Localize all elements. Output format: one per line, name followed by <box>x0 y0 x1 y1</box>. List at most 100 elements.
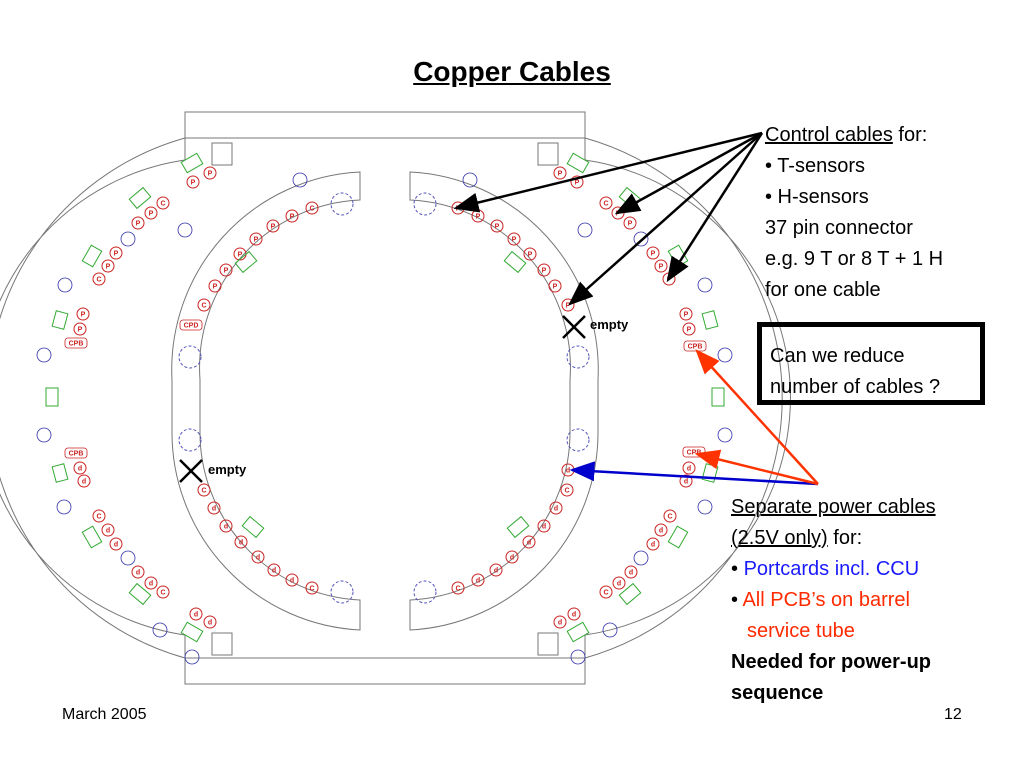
control-cables-heading-suffix: for: <box>892 124 928 146</box>
connector-cpb-box-0 <box>64 337 88 349</box>
connector-p-19 <box>507 232 521 246</box>
mounting-hole-18 <box>292 172 308 188</box>
connector-label-9: d <box>212 506 216 513</box>
connector-p-6 <box>208 279 222 293</box>
connector-label-5: P <box>224 268 229 275</box>
footer-date: March 2005 <box>62 706 147 723</box>
empty-marker-right <box>562 315 586 339</box>
connector-label-3: P <box>254 237 259 244</box>
connector-label-58: P <box>651 251 656 258</box>
empty-label-left: empty <box>208 462 247 477</box>
pcb-power-arrows <box>694 349 819 486</box>
mounting-hole-5 <box>120 550 136 566</box>
connector-label-46: d <box>106 528 110 535</box>
mounting-hole-19 <box>462 172 478 188</box>
control-cable-arrows <box>453 131 764 306</box>
connector-label-27: d <box>542 524 546 531</box>
component-box-3 <box>51 310 69 330</box>
mounting-hole-0 <box>120 231 136 247</box>
connector-label-26: d <box>554 506 558 513</box>
connector-label-40: C <box>96 277 101 284</box>
connector-label-11: d <box>239 540 243 547</box>
control-item-t-sensors: • T-sensors <box>765 155 865 177</box>
connector-label-66: d <box>659 528 663 535</box>
connector-c-70 <box>599 585 613 599</box>
connector-label-8: C <box>201 488 206 495</box>
connector-label-34: P <box>191 180 196 187</box>
connector-cpb-label-2: CPB <box>688 344 703 351</box>
connector-p-38 <box>109 246 123 260</box>
component-box-10 <box>241 515 265 539</box>
connector-cpd-label-4: CPD <box>184 323 199 330</box>
connector-label-57: P <box>628 221 633 228</box>
connector-p-3 <box>249 232 263 246</box>
connector-p-37 <box>131 216 145 230</box>
connector-label-22: P <box>553 284 558 291</box>
connector-label-24: d <box>566 468 570 475</box>
connector-label-37: P <box>136 221 141 228</box>
connector-c-8 <box>197 483 211 497</box>
connector-c-25 <box>560 483 574 497</box>
connector-label-61: P <box>684 312 689 319</box>
connector-label-32: C <box>455 586 460 593</box>
connector-d-14 <box>285 573 299 587</box>
connector-label-50: C <box>160 590 165 597</box>
component-box-21 <box>506 515 530 539</box>
connector-d-13 <box>267 563 281 577</box>
connector-d-67 <box>646 537 660 551</box>
connector-label-25: C <box>564 488 569 495</box>
connector-label-28: d <box>527 540 531 547</box>
mounting-hole-4 <box>56 499 72 515</box>
connector-label-20: P <box>528 252 533 259</box>
connector-label-43: d <box>78 466 82 473</box>
connector-d-26 <box>549 501 563 515</box>
connector-d-71 <box>567 607 581 621</box>
inner-ring-left <box>171 171 361 631</box>
connector-c-32 <box>451 581 465 595</box>
mounting-hole-12 <box>697 499 713 515</box>
connector-label-54: P <box>575 180 580 187</box>
connector-p-42 <box>73 322 87 336</box>
power-item-pcbs: All PCB’s on barrel <box>742 589 910 611</box>
connector-label-44: d <box>82 479 86 486</box>
connector-label-2: P <box>271 224 276 231</box>
inner-ring-right <box>409 171 599 631</box>
component-box-1 <box>128 186 152 210</box>
connector-cpb-box-1 <box>64 447 88 459</box>
mounting-hole-14 <box>602 622 618 638</box>
connector-label-45: C <box>96 514 101 521</box>
mounting-hole-10 <box>717 347 733 363</box>
connector-label-49: d <box>149 581 153 588</box>
connector-label-41: P <box>81 312 86 319</box>
connector-label-7: C <box>201 303 206 310</box>
question-box: Can we reduce number of cables ? <box>757 322 985 405</box>
connector-label-47: d <box>114 542 118 549</box>
connector-label-39: P <box>106 264 111 271</box>
control-line-example: e.g. 9 T or 8 T + 1 H <box>765 248 944 270</box>
connector-d-43 <box>73 461 87 475</box>
control-cables-block: Control cables for: • T-sensors • H-sens… <box>765 120 943 306</box>
connector-p-18 <box>490 219 504 233</box>
power-cables-block: Separate power cables (2.5V only) for: •… <box>731 492 936 709</box>
connector-d-9 <box>207 501 221 515</box>
connector-label-4: P <box>238 252 243 259</box>
connector-label-6: P <box>213 284 218 291</box>
bottom-mounting-bar <box>184 657 586 685</box>
connector-label-63: d <box>687 466 691 473</box>
component-box-2 <box>81 244 103 268</box>
connector-label-68: d <box>629 570 633 577</box>
page-title: Copper Cables <box>413 56 611 87</box>
connector-d-72 <box>553 615 567 629</box>
connector-cpd-box-4 <box>179 319 203 331</box>
connector-d-28 <box>522 535 536 549</box>
connector-d-52 <box>203 615 217 629</box>
connector-p-53 <box>553 166 567 180</box>
connector-cpb-box-2 <box>683 340 707 352</box>
connector-p-5 <box>219 263 233 277</box>
connector-d-51 <box>189 607 203 621</box>
connector-label-42: P <box>78 327 83 334</box>
connector-label-59: P <box>659 264 664 271</box>
connector-label-55: C <box>603 201 608 208</box>
connector-p-58 <box>646 246 660 260</box>
connector-c-65 <box>663 509 677 523</box>
